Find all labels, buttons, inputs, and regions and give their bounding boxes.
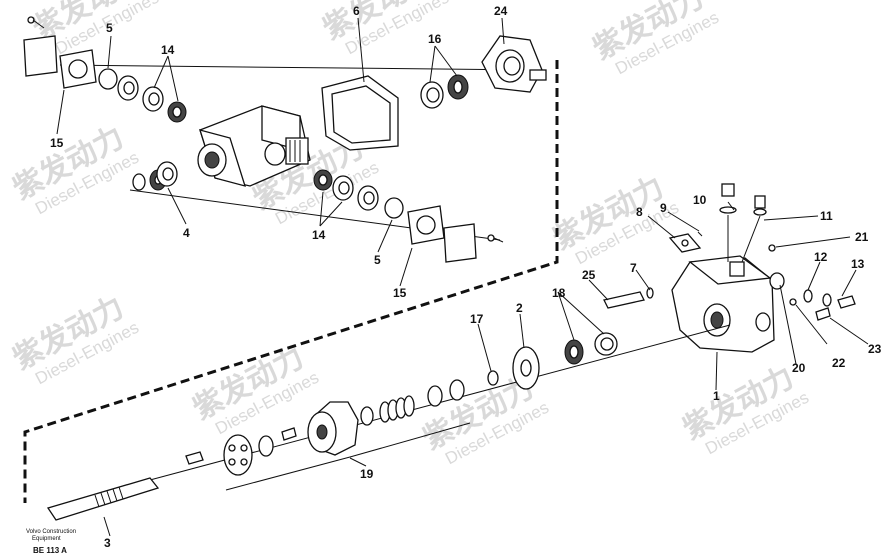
screw bbox=[27, 16, 35, 24]
callout-10: 10 bbox=[693, 193, 707, 207]
retainer-plate bbox=[223, 434, 253, 476]
lower-assembly bbox=[46, 287, 731, 521]
upper-assembly bbox=[23, 16, 547, 263]
bearing-housing bbox=[481, 35, 547, 93]
group-boundary bbox=[23, 60, 559, 503]
footer-maker-line2: Equipment bbox=[32, 536, 61, 542]
callout-22: 22 bbox=[832, 356, 846, 370]
leader-lines bbox=[56, 17, 869, 537]
callout-5: 5 bbox=[374, 253, 381, 267]
plug bbox=[837, 295, 856, 309]
plug bbox=[721, 183, 735, 197]
washer bbox=[132, 173, 146, 191]
callout-23: 23 bbox=[868, 342, 882, 356]
callout-25: 25 bbox=[582, 268, 596, 282]
figure-code: BE 113 A bbox=[33, 546, 67, 555]
o-ring bbox=[822, 293, 832, 307]
callout-labels: 5 6 24 14 16 15 4 14 5 15 10 8 9 11 21 7… bbox=[50, 4, 882, 550]
cylinder-block bbox=[307, 401, 359, 456]
callout-9: 9 bbox=[660, 201, 667, 215]
piston bbox=[185, 451, 204, 465]
callout-14: 14 bbox=[312, 228, 326, 242]
pin bbox=[603, 291, 645, 309]
spring bbox=[379, 395, 415, 423]
callout-11: 11 bbox=[820, 209, 833, 223]
washer bbox=[360, 406, 374, 426]
cover-plate-small bbox=[443, 223, 477, 263]
callout-19: 19 bbox=[360, 467, 374, 481]
callout-18: 18 bbox=[552, 286, 566, 300]
plug bbox=[815, 307, 831, 321]
retaining-ring bbox=[487, 370, 499, 386]
callout-12: 12 bbox=[814, 250, 828, 264]
callout-15: 15 bbox=[50, 136, 64, 150]
callout-1: 1 bbox=[713, 389, 720, 403]
cover-plate-small bbox=[23, 35, 58, 77]
pump-body bbox=[197, 105, 311, 187]
callout-8: 8 bbox=[636, 205, 643, 219]
callout-14: 14 bbox=[161, 43, 175, 57]
callout-4: 4 bbox=[183, 226, 190, 240]
callout-13: 13 bbox=[851, 257, 865, 271]
callout-3: 3 bbox=[104, 536, 111, 550]
plug bbox=[754, 195, 766, 209]
callout-21: 21 bbox=[855, 230, 869, 244]
o-ring bbox=[98, 68, 118, 90]
washer bbox=[449, 379, 465, 401]
valve-block bbox=[668, 183, 856, 353]
screw bbox=[487, 234, 495, 242]
piston bbox=[281, 427, 297, 441]
fitting bbox=[769, 272, 785, 290]
o-ring bbox=[384, 197, 404, 219]
callout-5: 5 bbox=[106, 21, 113, 35]
callout-17: 17 bbox=[470, 312, 484, 326]
footer-maker-line1: Volvo Construction bbox=[26, 529, 77, 535]
callout-15: 15 bbox=[393, 286, 407, 300]
footer-maker: Volvo Construction Equipment bbox=[26, 529, 76, 543]
callout-6: 6 bbox=[353, 4, 360, 18]
o-ring bbox=[803, 289, 813, 303]
callout-24: 24 bbox=[494, 4, 508, 18]
callout-7: 7 bbox=[630, 261, 637, 275]
callout-20: 20 bbox=[792, 361, 806, 375]
washer bbox=[427, 385, 443, 407]
screw bbox=[768, 244, 776, 252]
ball bbox=[789, 298, 797, 306]
callout-2: 2 bbox=[516, 301, 523, 315]
callout-16: 16 bbox=[428, 32, 442, 46]
washer bbox=[258, 435, 274, 457]
